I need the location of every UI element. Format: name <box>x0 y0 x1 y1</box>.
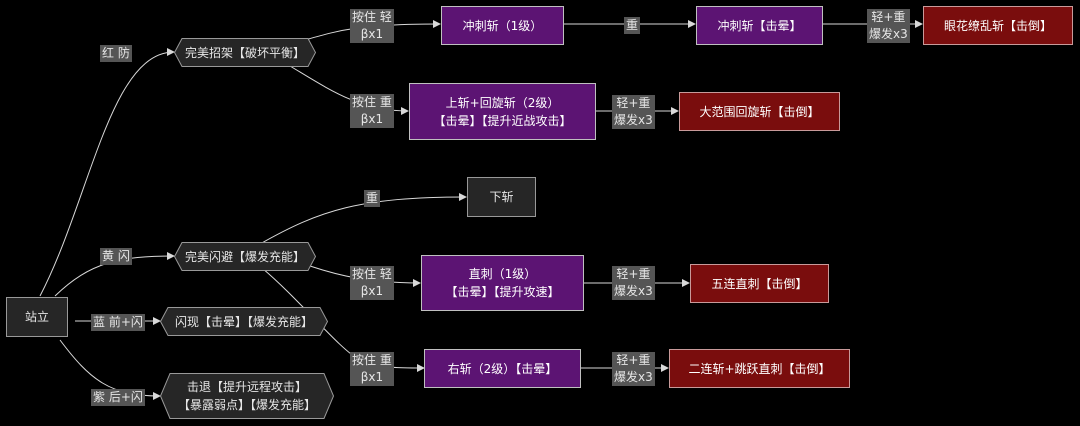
node-label-line2: 【击晕】【提升近战攻击】 <box>433 113 572 128</box>
node-label: 冲刺斩（1级） <box>462 18 543 33</box>
node-double-jump: 二连斩+跳跃直刺【击倒】 <box>669 349 850 388</box>
edge-label-light-heavy-2: 轻+重爆发x3 <box>612 95 655 129</box>
node-label-line2: 【击晕】【提升攻速】 <box>445 285 560 299</box>
hexagon-shape <box>174 242 316 271</box>
edge-label-heavy-2: 重 <box>364 190 381 207</box>
hexagon-shape <box>174 38 316 67</box>
node-down-slash: 下斩 <box>467 177 536 217</box>
hexagon-shape <box>160 373 334 419</box>
node-label: 闪现【击晕】【爆发充能】 <box>174 314 313 329</box>
node-label-line1: 直刺（1级） <box>468 267 537 281</box>
edge-label-light-heavy-4: 轻+重爆发x3 <box>612 352 655 386</box>
node-label: 大范围回旋斩【击倒】 <box>699 104 820 119</box>
node-perfect-parry: 完美招架【破坏平衡】 <box>174 38 316 67</box>
node-label-line1: 上斩+回旋斩（2级） <box>445 95 560 110</box>
node-label: 右斩（2级）【击晕】 <box>447 361 558 376</box>
edge-stand-parry <box>39 48 175 297</box>
node-label: 站立 <box>24 310 49 324</box>
node-label-line2: 【暴露弱点】【爆发充能】 <box>177 398 316 412</box>
edge-dodge-down <box>259 193 467 245</box>
edge-label-light-heavy-3: 轻+重爆发x3 <box>612 266 655 300</box>
edge-stand-back <box>59 339 161 400</box>
edge-label-blue-flash: 蓝 前+闪 <box>91 314 145 331</box>
node-flash: 闪现【击晕】【爆发充能】 <box>160 307 328 336</box>
node-right-slash: 右斩（2级）【击晕】 <box>424 349 581 388</box>
node-label: 冲刺斩【击晕】 <box>717 18 802 33</box>
node-label: 二连斩+跳跃直刺【击倒】 <box>688 361 831 376</box>
node-dizzy-slash: 眼花缭乱斩【击倒】 <box>923 6 1073 45</box>
node-label: 眼花缭乱斩【击倒】 <box>943 18 1052 33</box>
node-perfect-dodge: 完美闪避【爆发充能】 <box>174 242 316 271</box>
edge-label-red-parry: 红 防 <box>100 45 132 62</box>
node-dash-slash-stun: 冲刺斩【击晕】 <box>696 6 823 45</box>
node-label-line1: 击退【提升远程攻击】 <box>186 380 307 394</box>
edge-label-purple-back: 紫 后+闪 <box>91 389 145 406</box>
node-label: 五连直刺【击倒】 <box>711 276 808 291</box>
edge-label-light-heavy-1: 轻+重爆发x3 <box>867 9 910 43</box>
node-wide-spin: 大范围回旋斩【击倒】 <box>679 92 840 131</box>
node-label: 完美招架【破坏平衡】 <box>184 45 305 60</box>
node-stand: 站立 <box>6 297 68 337</box>
edge-label-yellow-dodge: 黄 闪 <box>100 248 132 265</box>
hexagon-shape <box>160 307 328 336</box>
node-dash-slash: 冲刺斩（1级） <box>441 6 564 45</box>
node-five-thrust: 五连直刺【击倒】 <box>690 264 829 303</box>
node-label: 下斩 <box>489 190 514 204</box>
node-thrust: 直刺（1级） 【击晕】【提升攻速】 <box>421 255 584 311</box>
node-label: 完美闪避【爆发充能】 <box>184 249 305 264</box>
node-knockback: 击退【提升远程攻击】【暴露弱点】【爆发充能】 <box>160 373 334 419</box>
node-up-spin: 上斩+回旋斩（2级） 【击晕】【提升近战攻击】 <box>409 83 596 140</box>
edge-label-heavy-1: 重 <box>624 17 641 34</box>
